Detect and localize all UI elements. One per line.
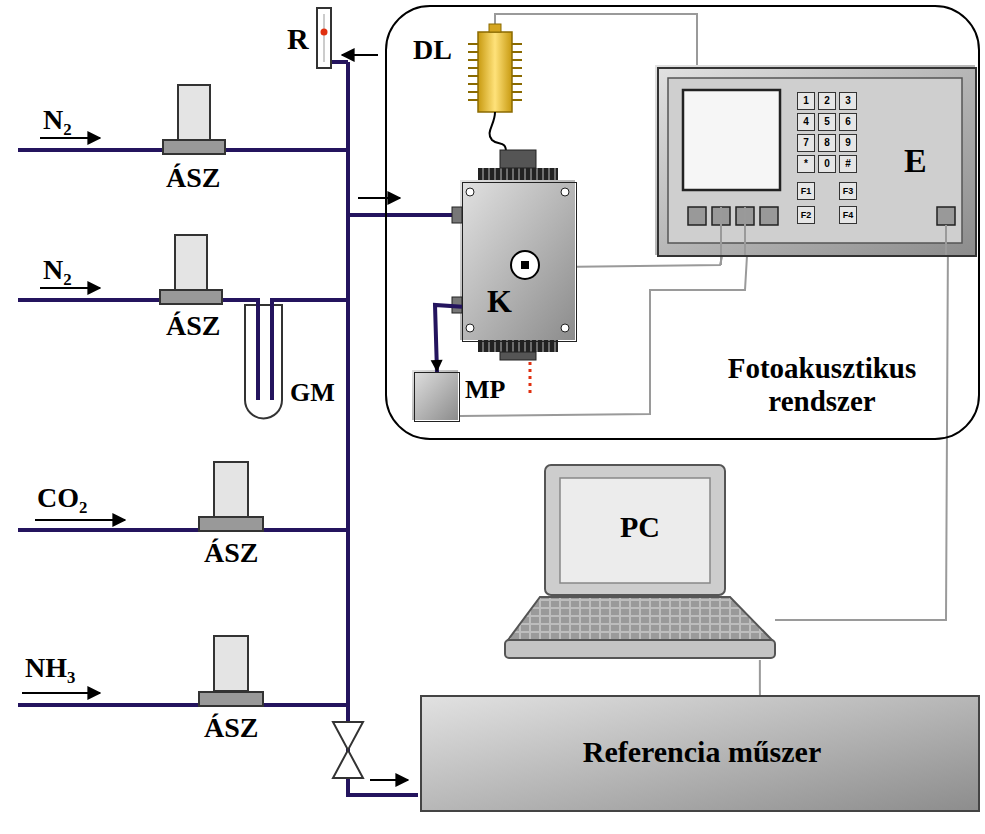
part-label: CO₂ bbox=[37, 482, 87, 514]
node-label: Referencia műszer bbox=[422, 735, 982, 770]
part-label: ÁSZ bbox=[166, 162, 220, 194]
keypad-key: 5 bbox=[818, 113, 836, 131]
part-label: ÁSZ bbox=[204, 537, 258, 569]
photoacoustic-cell: K bbox=[462, 182, 577, 342]
part-label: DL bbox=[413, 34, 452, 66]
node-label: PC bbox=[505, 510, 775, 545]
connector-line bbox=[460, 257, 747, 416]
keypad-key: 2 bbox=[818, 92, 836, 110]
keypad-key: 1 bbox=[797, 92, 815, 110]
connector bbox=[460, 257, 747, 416]
keypad-key: 6 bbox=[839, 113, 857, 131]
electronics-unit: E bbox=[657, 67, 977, 257]
connector-line bbox=[759, 660, 761, 695]
node-label: Fotoakusztikus rendszer bbox=[692, 352, 952, 419]
keypad-key: 4 bbox=[797, 113, 815, 131]
keypad-key: F1 bbox=[797, 182, 815, 200]
system-region: Fotoakusztikus rendszer K MP E bbox=[385, 5, 980, 440]
reference-instrument: Referencia műszer bbox=[420, 695, 980, 812]
connector-line bbox=[577, 257, 722, 267]
keypad-key: # bbox=[839, 155, 857, 173]
connector bbox=[759, 660, 760, 695]
keypad-key: 7 bbox=[797, 134, 815, 152]
keypad-key: 8 bbox=[818, 134, 836, 152]
connector bbox=[431, 305, 462, 372]
membrane-pump: MP bbox=[414, 372, 460, 422]
part-label: NH₃ bbox=[25, 652, 75, 684]
keypad-key: 3 bbox=[839, 92, 857, 110]
part-label: GM bbox=[290, 378, 335, 408]
computer: PC bbox=[505, 465, 775, 660]
keypad-key: 9 bbox=[839, 134, 857, 152]
part-label: ÁSZ bbox=[166, 310, 220, 342]
node-label: MP bbox=[465, 375, 505, 405]
node-label: K bbox=[487, 283, 512, 320]
part-label: N₂ bbox=[43, 254, 72, 286]
part-label: ÁSZ bbox=[204, 712, 258, 744]
part-label: R bbox=[287, 22, 309, 57]
keypad-key: F3 bbox=[839, 182, 857, 200]
arrow-head bbox=[431, 360, 443, 372]
keypad-key: 0 bbox=[818, 155, 836, 173]
node-label: E bbox=[904, 141, 927, 180]
connector bbox=[577, 257, 722, 267]
keypad-key: F4 bbox=[839, 206, 857, 224]
part-label: N₂ bbox=[43, 104, 72, 136]
keypad-key: F2 bbox=[797, 206, 815, 224]
keypad-key: * bbox=[797, 155, 815, 173]
